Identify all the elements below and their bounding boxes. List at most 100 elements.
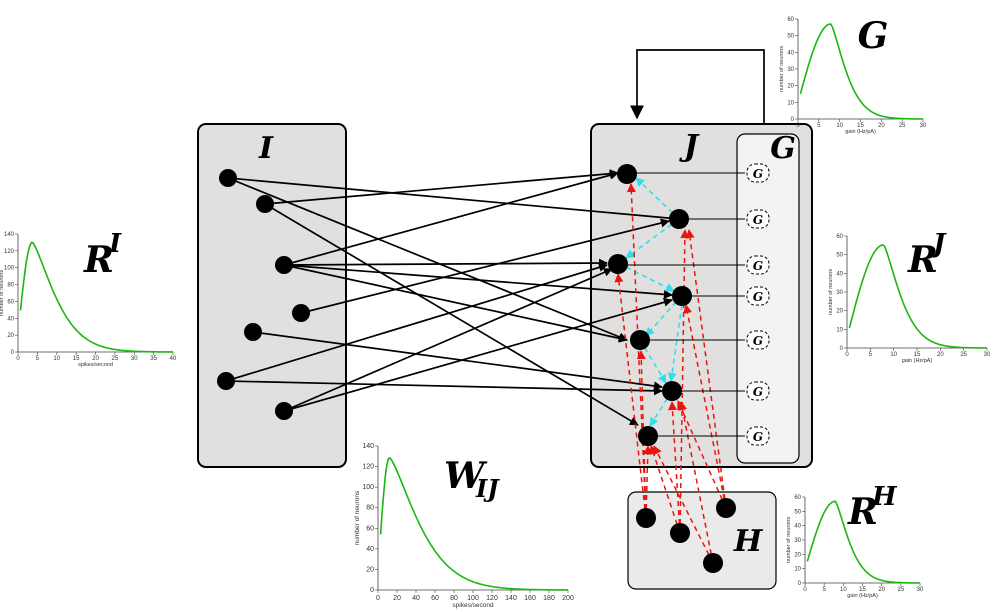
y-tick-label: 0 — [798, 581, 802, 587]
neuron — [716, 498, 736, 518]
y-tick-label: 10 — [794, 567, 801, 573]
y-tick-label: 0 — [791, 117, 795, 123]
label-W-IJ-sub: IJ — [475, 474, 500, 503]
x-tick-label: 40 — [170, 356, 177, 362]
x-tick-label: 20 — [92, 356, 99, 362]
x-tick-label: 10 — [836, 123, 843, 129]
x-axis-label: gain (Hz/pA) — [845, 129, 876, 135]
feedback-loop-arrow — [630, 49, 765, 124]
x-tick-label: 140 — [505, 595, 517, 602]
gain-node: G — [746, 286, 770, 306]
x-tick-label: 0 — [803, 587, 807, 593]
gain-node: G — [746, 255, 770, 275]
neurons-J — [608, 164, 692, 446]
gain-nodes: G G G G G G G — [746, 163, 770, 446]
y-tick-label: 40 — [366, 546, 374, 553]
label-W-IJ-main: W — [444, 455, 488, 497]
inhibitory-arrow — [683, 304, 727, 509]
y-tick-label: 40 — [787, 50, 794, 56]
projection-arrow — [252, 331, 663, 391]
x-tick-label: 15 — [914, 352, 921, 358]
distribution-curve — [19, 241, 174, 353]
neuron — [703, 553, 723, 573]
y-tick-label: 50 — [836, 253, 843, 259]
y-tick-label: 50 — [787, 34, 794, 40]
inhibitory-arrow — [643, 445, 653, 519]
neuron — [636, 508, 656, 528]
inhibitory-arrow — [685, 229, 727, 509]
label-W-IJ: W IJ — [444, 455, 500, 503]
x-tick-label: 60 — [431, 595, 439, 602]
x-tick-label: 160 — [524, 595, 536, 602]
y-tick-label: 0 — [840, 346, 844, 352]
lateral-arrow — [617, 262, 675, 292]
population-H-label: H — [733, 524, 764, 559]
distribution-curve — [806, 500, 920, 584]
x-tick-label: 180 — [543, 595, 555, 602]
x-tick-label: 25 — [899, 123, 906, 129]
neuron — [608, 254, 628, 274]
y-tick-label: 60 — [366, 525, 374, 532]
projection-arrow — [283, 264, 628, 343]
y-tick-label: 60 — [794, 495, 801, 501]
neuron — [672, 286, 692, 306]
x-tick-label: 35 — [150, 356, 157, 362]
label-R-H: R H — [847, 482, 898, 533]
projection-arrow — [283, 264, 673, 299]
x-tick-label: 20 — [393, 595, 401, 602]
projection-arrow — [283, 258, 608, 268]
y-axis-label: number of neurons — [0, 270, 5, 316]
x-tick-label: 30 — [917, 587, 924, 593]
neuron — [670, 523, 690, 543]
x-tick-label: 20 — [937, 352, 944, 358]
population-H-box — [627, 491, 777, 590]
y-tick-label: 80 — [7, 283, 14, 289]
svg-text:G: G — [753, 430, 763, 444]
y-tick-label: 10 — [787, 100, 794, 106]
gain-node: G — [746, 381, 770, 401]
neurons-I — [217, 169, 310, 420]
neuron — [669, 209, 689, 229]
y-tick-label: 120 — [362, 464, 374, 471]
distribution-curve — [799, 23, 923, 120]
svg-text:G: G — [753, 385, 763, 399]
y-tick-label: 20 — [836, 309, 843, 315]
inhibitory-arrow — [678, 401, 714, 564]
y-tick-label: 60 — [7, 299, 14, 305]
label-R-J-sup: J — [928, 229, 947, 259]
x-tick-label: 40 — [412, 595, 420, 602]
y-axis-label: number of neurons — [354, 490, 361, 545]
inhibitory-arrow — [668, 401, 681, 534]
svg-text:G: G — [753, 213, 763, 227]
label-R-H-main: R — [847, 491, 878, 533]
y-tick-label: 80 — [366, 505, 374, 512]
x-tick-label: 15 — [73, 356, 80, 362]
y-tick-label: 50 — [794, 509, 801, 515]
y-tick-label: 40 — [836, 271, 843, 277]
svg-text:G: G — [753, 334, 763, 348]
lateral-arrow — [625, 218, 680, 259]
lateral-arrow — [649, 390, 673, 427]
y-tick-label: 20 — [7, 333, 14, 339]
y-tick-label: 60 — [836, 234, 843, 240]
y-tick-label: 140 — [4, 232, 15, 238]
y-tick-label: 10 — [836, 327, 843, 333]
label-R-H-sup: H — [871, 482, 898, 512]
y-axis-label: number of neurons — [779, 46, 785, 92]
y-tick-label: 100 — [4, 266, 15, 272]
y-tick-label: 30 — [794, 538, 801, 544]
projection-arrow — [283, 297, 673, 412]
projection-arrow — [300, 218, 670, 314]
distribution-curve — [379, 456, 568, 591]
label-R-I: R I — [83, 229, 122, 281]
y-tick-label: 60 — [787, 17, 794, 23]
x-tick-label: 5 — [36, 356, 40, 362]
gain-node: G — [746, 163, 770, 183]
x-tick-label: 10 — [890, 352, 897, 358]
population-J-label: J — [679, 129, 700, 164]
x-tick-label: 80 — [450, 595, 458, 602]
lateral-arrow — [667, 304, 683, 382]
y-axis-label: number of neurons — [786, 517, 792, 563]
